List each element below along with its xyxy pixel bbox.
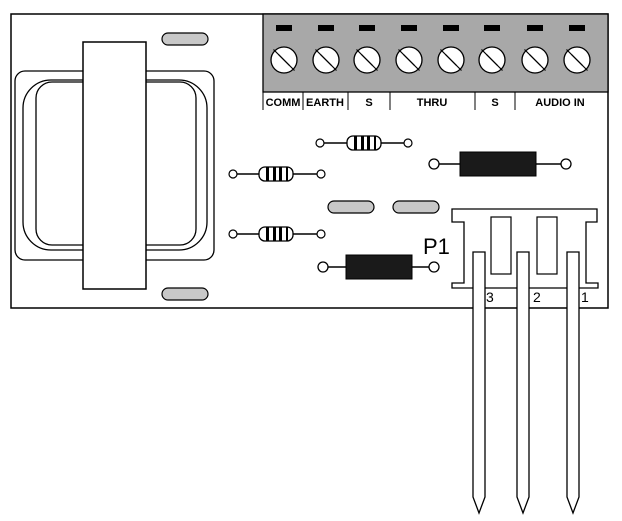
terminal-screw bbox=[478, 46, 506, 74]
standoff-top bbox=[161, 32, 209, 46]
standoff-middle-left bbox=[327, 200, 375, 214]
terminal-screw bbox=[563, 46, 591, 74]
terminal-screw bbox=[312, 46, 340, 74]
terminal-screw bbox=[270, 46, 298, 74]
pin-number-3: 3 bbox=[486, 289, 494, 305]
pin-3 bbox=[472, 251, 486, 515]
terminal-marker bbox=[443, 25, 459, 31]
connector-housing bbox=[451, 208, 599, 289]
terminal-marker bbox=[484, 25, 500, 31]
terminal-screw bbox=[353, 46, 381, 74]
label-earth: EARTH bbox=[306, 97, 344, 109]
label-comm: COMM bbox=[266, 97, 301, 109]
connector-label-p1: P1 bbox=[423, 234, 450, 259]
transformer-bobbin bbox=[82, 41, 147, 290]
transformer bbox=[14, 41, 215, 290]
terminal-block bbox=[262, 13, 609, 93]
terminal-screw bbox=[437, 46, 465, 74]
label-audio-in: AUDIO IN bbox=[535, 97, 585, 109]
terminal-screw bbox=[521, 46, 549, 74]
resistor-bottom bbox=[228, 226, 326, 242]
diode-bottom bbox=[317, 254, 440, 280]
terminal-screws bbox=[270, 46, 591, 74]
terminal-marker bbox=[318, 25, 334, 31]
standoff-bottom bbox=[161, 287, 209, 301]
terminal-screw bbox=[395, 46, 423, 74]
terminal-marker bbox=[359, 25, 375, 31]
label-thru: THRU bbox=[417, 97, 448, 109]
terminal-marker bbox=[276, 25, 292, 31]
terminal-marker bbox=[401, 25, 417, 31]
terminal-marker bbox=[527, 25, 543, 31]
standoff-middle-right bbox=[392, 200, 440, 214]
pin-number-2: 2 bbox=[533, 289, 541, 305]
resistor-top bbox=[315, 135, 413, 151]
pin-1 bbox=[566, 251, 580, 515]
diode-top bbox=[428, 151, 572, 177]
pin-2 bbox=[516, 251, 530, 515]
connector-p1: 3 2 1 bbox=[451, 208, 599, 515]
label-s-right: S bbox=[491, 97, 498, 109]
terminal-marker bbox=[569, 25, 585, 31]
terminal-label-row: COMM EARTH S THRU S AUDIO IN bbox=[262, 92, 585, 110]
terminal-markers bbox=[276, 25, 585, 31]
label-s-left: S bbox=[365, 97, 372, 109]
resistor-middle bbox=[228, 166, 326, 182]
pin-number-1: 1 bbox=[581, 289, 589, 305]
